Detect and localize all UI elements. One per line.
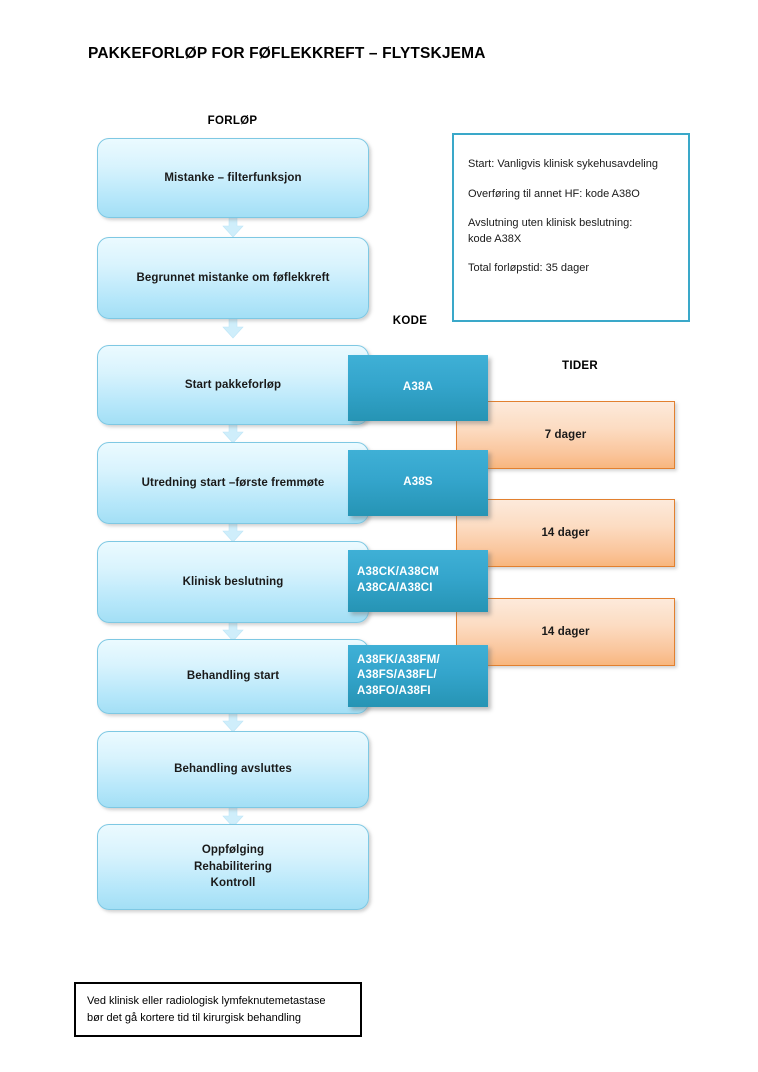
flow-step-label: Behandling avsluttes (174, 763, 292, 776)
flow-arrow-6 (222, 711, 244, 733)
column-header-forlop: FORLØP (207, 115, 258, 127)
info-line: Total forløpstid: 35 dager (468, 262, 590, 275)
time-box-label: 14 dager (541, 626, 590, 638)
flow-arrow-4 (222, 521, 244, 543)
info-line: Start: Vanligvis klinisk sykehusavdeling (468, 158, 658, 170)
code-box-label: A38FK/A38FM/ A38FS/A38FL/ A38FO/A38FI (357, 653, 440, 700)
code-box-a38a[interactable]: A38A (348, 355, 488, 421)
code-line: A38FO/A38FI (357, 684, 431, 697)
info-line: Overføring til annet HF: kode A38O (468, 187, 640, 200)
code-line: A38FS/A38FL/ (357, 669, 437, 682)
flow-step-label: Utredning start –første fremmøte (141, 476, 325, 489)
note-line: Ved klinisk eller radiologisk lymfeknute… (87, 995, 326, 1007)
column-header-tider: TIDER (562, 360, 598, 372)
flow-step-mistanke-filterfunksjon[interactable]: Mistanke – filterfunksjon (97, 138, 369, 218)
page-title: PAKKEFORLØP FOR FØFLEKKREFT – FLYTSKJEMA (88, 45, 486, 62)
time-box-label: 7 dager (544, 429, 587, 441)
flow-step-oppfolging-rehabilitering-kontroll[interactable]: Oppfølging Rehabilitering Kontroll (97, 824, 369, 910)
code-box-label: A38A (402, 381, 434, 394)
flow-step-utredning-start[interactable]: Utredning start –første fremmøte (97, 442, 369, 524)
time-box-3: 14 dager (456, 598, 675, 666)
code-line: A38CA/A38CI (357, 582, 433, 594)
flow-step-label: Begrunnet mistanke om føflekkreft (136, 271, 330, 284)
flow-step-label: Klinisk beslutning (182, 575, 284, 588)
flow-step-start-pakkeforlop[interactable]: Start pakkeforløp (97, 345, 369, 425)
info-box: Start: Vanligvis klinisk sykehusavdeling… (452, 133, 690, 322)
flow-step-begrunnet-mistanke[interactable]: Begrunnet mistanke om føflekkreft (97, 237, 369, 319)
time-box-label: 14 dager (541, 527, 590, 539)
code-box-label: A38S (403, 476, 433, 489)
flow-step-label: Start pakkeforløp (184, 378, 282, 391)
flow-step-behandling-start[interactable]: Behandling start (97, 639, 369, 714)
flow-step-label: Behandling start (186, 670, 280, 683)
flow-step-label: Mistanke – filterfunksjon (164, 171, 302, 184)
flow-step-label: Oppfølging Rehabilitering Kontroll (193, 843, 273, 890)
flow-step-klinisk-beslutning[interactable]: Klinisk beslutning (97, 541, 369, 623)
note-line: bør det gå kortere tid til kirurgisk beh… (87, 1012, 301, 1025)
code-box-a38c-group[interactable]: A38CK/A38CM A38CA/A38CI (348, 550, 488, 612)
info-line: Avslutning uten klinisk beslutning: kode… (468, 217, 633, 245)
time-box-1: 7 dager (456, 401, 675, 469)
note-box: Ved klinisk eller radiologisk lymfeknute… (74, 982, 362, 1037)
flow-arrow-1 (222, 216, 244, 238)
flow-step-behandling-avsluttes[interactable]: Behandling avsluttes (97, 731, 369, 808)
time-box-2: 14 dager (456, 499, 675, 567)
code-box-a38s[interactable]: A38S (348, 450, 488, 516)
code-line: A38CK/A38CM (357, 566, 440, 579)
code-box-label: A38CK/A38CM A38CA/A38CI (357, 565, 439, 596)
code-box-a38f-group[interactable]: A38FK/A38FM/ A38FS/A38FL/ A38FO/A38FI (348, 645, 488, 707)
flow-arrow-2 (222, 317, 244, 339)
column-header-kode: KODE (392, 315, 428, 327)
code-line: A38FK/A38FM/ (357, 653, 440, 666)
flow-arrow-3 (222, 422, 244, 444)
